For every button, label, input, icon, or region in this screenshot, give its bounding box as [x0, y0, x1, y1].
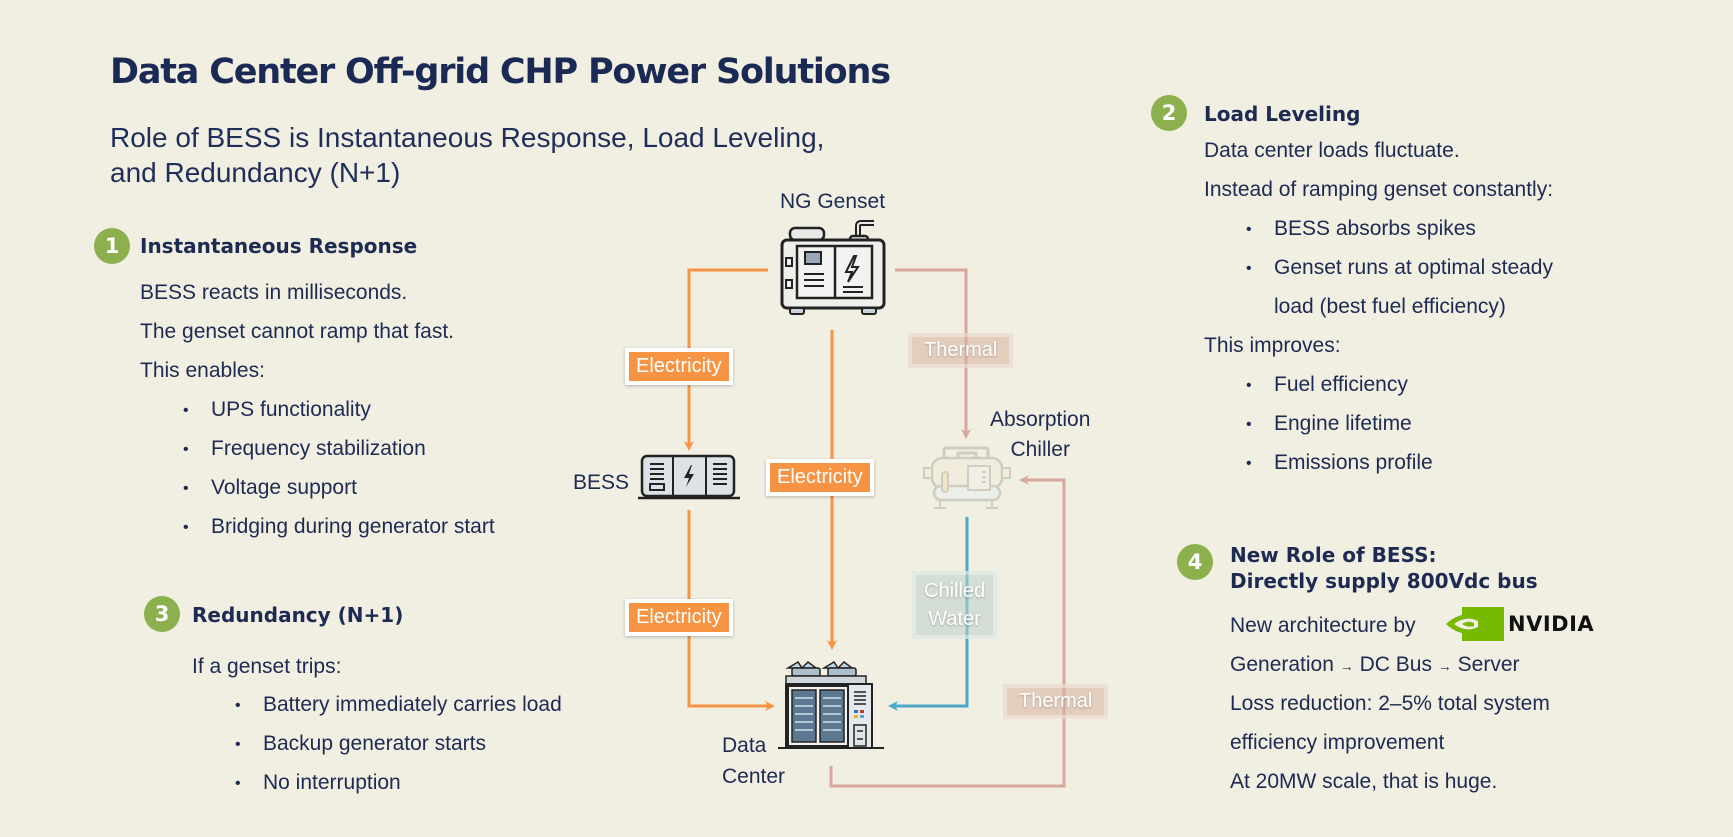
bullet-item: •Frequency stabilization: [183, 437, 426, 461]
bullet-dot-icon: •: [183, 480, 189, 497]
architecture-flow: Generation → DC Bus → Server: [1230, 653, 1520, 676]
section-number-badge: 2: [1151, 95, 1187, 131]
node-label-data-center: Data Center: [722, 734, 786, 788]
nvidia-wordmark: NVIDIA: [1508, 612, 1595, 636]
section-number-badge: 1: [94, 228, 130, 264]
genset-icon: [780, 220, 886, 315]
bullet-dot-icon: •: [1246, 260, 1252, 277]
subtitle-line-2: and Redundancy (N+1): [110, 157, 401, 188]
bullet-item: •UPS functionality: [183, 398, 371, 422]
arrow-right-icon: →: [1339, 658, 1354, 674]
flow-label-electricity: Electricity: [625, 599, 733, 636]
connector-datacenter-to-chiller: [829, 475, 1066, 788]
section-text: Instead of ramping genset constantly:: [1204, 178, 1554, 201]
section-title-line-1: New Role of BESS:: [1230, 543, 1437, 567]
subtitle-line-1: Role of BESS is Instantaneous Response, …: [110, 122, 825, 153]
section-text: The genset cannot ramp that fast.: [140, 320, 455, 343]
bullet-dot-icon: •: [235, 736, 241, 753]
bullet-dot-icon: •: [1246, 455, 1252, 472]
bullet-item: •Battery immediately carries load: [235, 693, 562, 717]
bullet-item: •No interruption: [235, 771, 401, 795]
page-title: Data Center Off-grid CHP Power Solutions: [110, 52, 891, 92]
section-title-line-2: Directly supply 800Vdc bus: [1230, 569, 1538, 593]
section-number-badge: 3: [144, 596, 180, 632]
bullet-item: •BESS absorbs spikes: [1246, 217, 1476, 241]
connector-bess-to-datacenter: [687, 510, 775, 711]
connector-genset-to-chiller: [895, 268, 971, 439]
bullet-item: •Bridging during generator start: [183, 515, 495, 539]
section-text: If a genset trips:: [192, 655, 342, 678]
bullet-item: •Fuel efficiency: [1246, 373, 1408, 397]
section-title: Load Leveling: [1204, 102, 1361, 126]
section-text: Loss reduction: 2–5% total system: [1230, 692, 1550, 715]
section-title: Redundancy (N+1): [192, 603, 404, 627]
arrow-right-icon: →: [1437, 658, 1452, 674]
nvidia-eye-icon: [1446, 607, 1504, 641]
bess-icon: [638, 454, 740, 500]
bullet-dot-icon: •: [1246, 416, 1252, 433]
bullet-dot-icon: •: [235, 775, 241, 792]
bullet-dot-icon: •: [183, 402, 189, 419]
bullet-item: •Engine lifetime: [1246, 412, 1412, 436]
nvidia-logo: NVIDIA: [1444, 607, 1594, 641]
connector-genset-to-bess: [684, 268, 768, 451]
flow-label-thermal: Thermal: [1003, 684, 1109, 719]
section-text: BESS reacts in milliseconds.: [140, 281, 408, 304]
page-subtitle: Role of BESS is Instantaneous Response, …: [110, 120, 870, 190]
section-text: At 20MW scale, that is huge.: [1230, 770, 1498, 793]
bullet-item: •Voltage support: [183, 476, 357, 500]
flow-label-thermal: Thermal: [908, 333, 1014, 368]
flow-label-electricity: Electricity: [766, 459, 874, 496]
bullet-dot-icon: •: [1246, 221, 1252, 238]
section-text: This improves:: [1204, 334, 1341, 357]
node-label-absorption-chiller: Absorption Chiller: [990, 408, 1091, 461]
data-center-icon: [778, 660, 884, 749]
bullet-item: •Backup generator starts: [235, 732, 486, 756]
bullet-item: •Emissions profile: [1246, 451, 1433, 475]
bullet-dot-icon: •: [235, 697, 241, 714]
absorption-chiller-icon: [923, 446, 1011, 509]
bullet-dot-icon: •: [183, 519, 189, 536]
node-label-genset: NG Genset: [780, 190, 886, 213]
section-number-badge: 4: [1177, 544, 1213, 580]
section-title: Instantaneous Response: [140, 234, 418, 258]
bullet-dot-icon: •: [1246, 377, 1252, 394]
bullet-continuation: load (best fuel efficiency): [1274, 295, 1506, 318]
section-text: Data center loads fluctuate.: [1204, 139, 1460, 162]
flow-label-chilled-water: Chilled Water: [912, 571, 998, 639]
section-text: This enables:: [140, 359, 265, 382]
section-text: efficiency improvement: [1230, 731, 1445, 754]
bullet-dot-icon: •: [183, 441, 189, 458]
node-label-bess: BESS: [573, 471, 630, 494]
bullet-item: •Genset runs at optimal steady: [1246, 256, 1553, 280]
flow-label-electricity: Electricity: [625, 348, 733, 385]
architecture-label: New architecture by: [1230, 614, 1416, 637]
